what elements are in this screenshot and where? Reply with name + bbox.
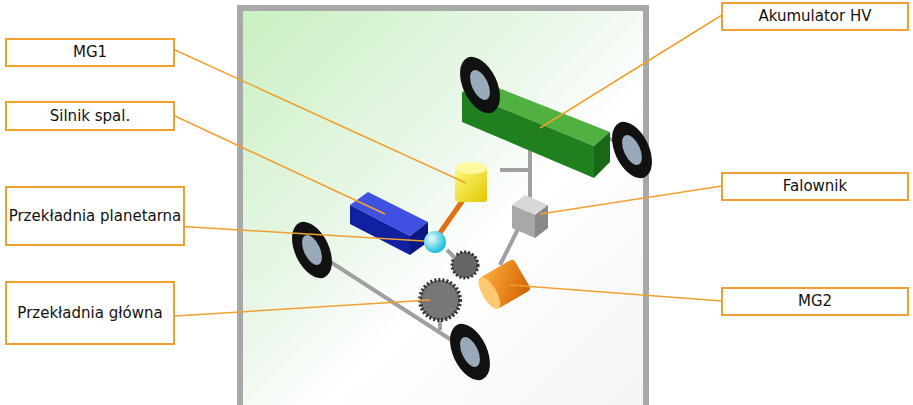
leader-lines: [175, 15, 722, 316]
label-box: Akumulator HV: [721, 2, 909, 31]
label-box: Falownik: [721, 172, 909, 201]
planetary-gear: [424, 231, 446, 253]
part-label: Akumulator HV: [758, 6, 871, 26]
label-box: Silnik spal.: [5, 101, 175, 131]
engine: [350, 192, 428, 255]
inverter: [512, 195, 548, 238]
part-label: Przekładnia planetarna: [9, 206, 182, 226]
mg1-motor: [455, 162, 487, 202]
wheels: [284, 51, 660, 387]
label-box: Przekładnia planetarna: [5, 186, 185, 246]
part-label: Falownik: [783, 176, 847, 196]
part-label: Silnik spal.: [50, 106, 130, 126]
label-box: MG2: [721, 287, 909, 316]
label-box: Przekładnia główna: [5, 281, 175, 345]
part-label: MG1: [73, 42, 107, 62]
part-label: Przekładnia główna: [17, 303, 162, 323]
gears: [420, 250, 478, 320]
label-box: MG1: [5, 38, 175, 67]
part-label: MG2: [798, 291, 832, 311]
